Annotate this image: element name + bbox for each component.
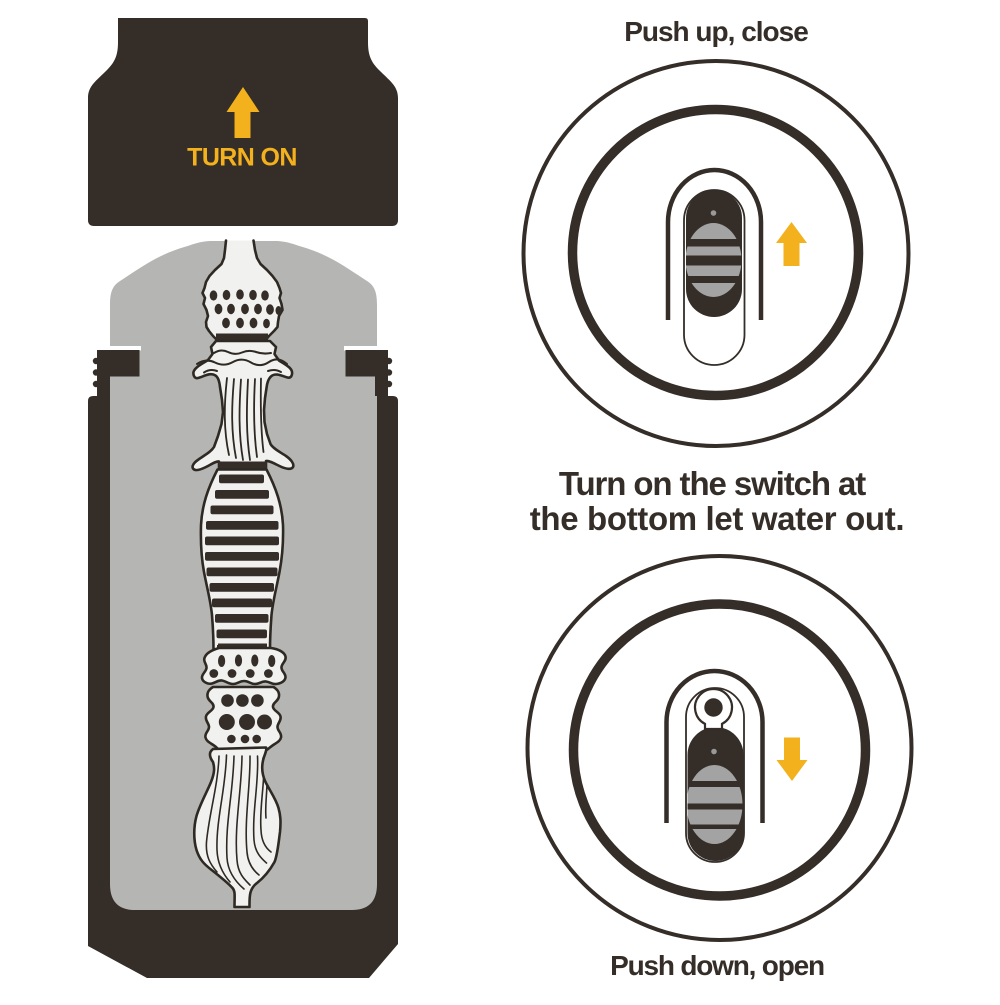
svg-text:Turn on the switch at: Turn on the switch at xyxy=(559,465,866,502)
svg-text:Push up, close: Push up, close xyxy=(624,16,808,47)
svg-text:the bottom let water out.: the bottom let water out. xyxy=(530,500,904,537)
svg-text:Push down, open: Push down, open xyxy=(610,950,824,981)
svg-text:TURN ON: TURN ON xyxy=(187,144,297,172)
